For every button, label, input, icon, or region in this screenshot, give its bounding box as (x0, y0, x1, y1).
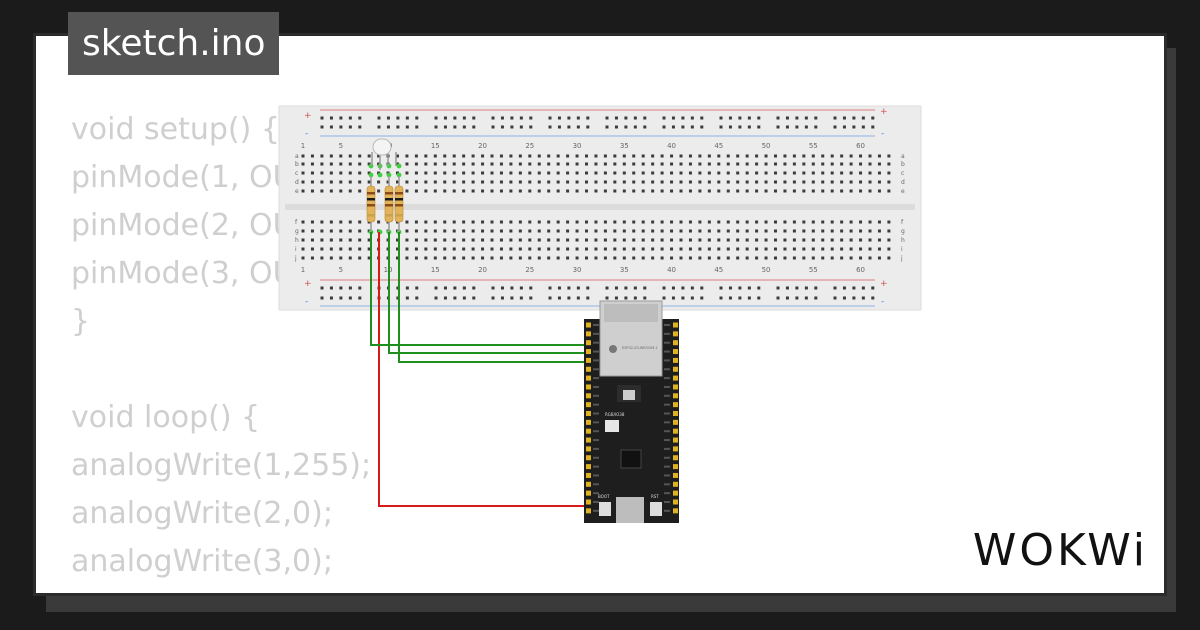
rail-minus-top-right: - (881, 129, 884, 139)
wire-green-2 (388, 232, 588, 354)
row-label: e (901, 188, 905, 195)
code-line: analogWrite(1,255); (71, 448, 372, 483)
breadboard-holes (301, 116, 891, 300)
wires (370, 232, 588, 507)
row-label: e (295, 188, 299, 195)
resistors (366, 176, 404, 232)
column-label: 55 (809, 266, 818, 274)
wire-green-1 (370, 232, 588, 346)
row-label: j (900, 255, 903, 262)
boot-label: BOOT (598, 494, 610, 499)
row-label: a (901, 153, 905, 160)
resistor (394, 176, 404, 232)
esp32-s3-board: ESP32-S3-WROOM-1 RGB/IO38 BOOT RST (584, 300, 679, 523)
column-label: 45 (714, 142, 723, 150)
rail-minus-top: - (305, 129, 308, 139)
rgb-label: RGB/IO38 (605, 412, 625, 417)
row-label: b (295, 161, 299, 168)
code-line: void loop() { (71, 400, 261, 435)
rst-label: RST (651, 494, 659, 499)
row-label: i (295, 246, 297, 253)
column-label: 40 (667, 142, 676, 150)
espressif-logo-icon (609, 345, 617, 353)
rail-minus-bottom: - (305, 297, 308, 307)
column-label: 20 (478, 142, 487, 150)
column-label: 30 (573, 266, 582, 274)
column-label: 50 (762, 266, 771, 274)
row-label: f (901, 219, 904, 226)
row-label: c (901, 170, 904, 177)
column-label: 25 (525, 266, 534, 274)
row-label: b (901, 161, 905, 168)
row-label: g (295, 228, 299, 235)
resistor (366, 176, 376, 232)
column-label: 25 (525, 142, 534, 150)
row-label: h (295, 237, 299, 244)
column-label: 35 (620, 266, 629, 274)
column-label: 15 (431, 266, 440, 274)
rail-plus-top: + (304, 111, 312, 121)
row-label: i (901, 246, 903, 253)
column-label: 45 (714, 266, 723, 274)
rail-minus-bottom-right: - (881, 297, 884, 307)
column-label: 15 (431, 142, 440, 150)
column-label: 55 (809, 142, 818, 150)
resistor (384, 176, 394, 232)
row-label: h (901, 237, 905, 244)
column-label: 40 (667, 266, 676, 274)
column-label: 20 (478, 266, 487, 274)
code-line: analogWrite(3,0); (71, 544, 333, 579)
wire-red (378, 232, 588, 507)
row-label: c (295, 170, 298, 177)
column-label: 1 (301, 266, 305, 274)
row-label: g (901, 228, 905, 235)
column-label: 30 (573, 142, 582, 150)
column-label: 50 (762, 142, 771, 150)
row-label: a (295, 153, 299, 160)
boot-button (599, 502, 611, 516)
column-label: 1 (301, 142, 305, 150)
code-line: void setup() { (71, 112, 280, 147)
column-label: 5 (339, 266, 343, 274)
code-preview: void setup() {pinMode(1, OUTPUT);pinMode… (71, 106, 393, 593)
rgb-onboard-led (605, 420, 619, 432)
row-label: j (294, 255, 297, 262)
row-label: d (901, 179, 905, 186)
wire-green-3 (398, 232, 588, 363)
column-label: 60 (856, 266, 865, 274)
code-line: } (71, 304, 91, 339)
code-line: analogWrite(2,0); (71, 496, 333, 531)
column-label: 5 (339, 142, 343, 150)
column-label: 60 (856, 142, 865, 150)
rst-button (650, 502, 662, 516)
rail-plus-bottom-right: + (880, 279, 888, 289)
code-line: delay(500); (71, 586, 393, 593)
row-label: f (295, 219, 298, 226)
wokwi-logo: WOKWi (972, 525, 1148, 576)
usb-port (616, 497, 644, 523)
module-label: ESP32-S3-WROOM-1 (622, 346, 658, 350)
file-title: sketch.ino (68, 12, 280, 75)
rail-plus-top-right: + (880, 107, 888, 117)
column-label: 35 (620, 142, 629, 150)
row-label: d (295, 179, 299, 186)
rail-plus-bottom: + (304, 279, 312, 289)
board-pin-headers (586, 322, 678, 514)
rgb-led (371, 138, 397, 170)
